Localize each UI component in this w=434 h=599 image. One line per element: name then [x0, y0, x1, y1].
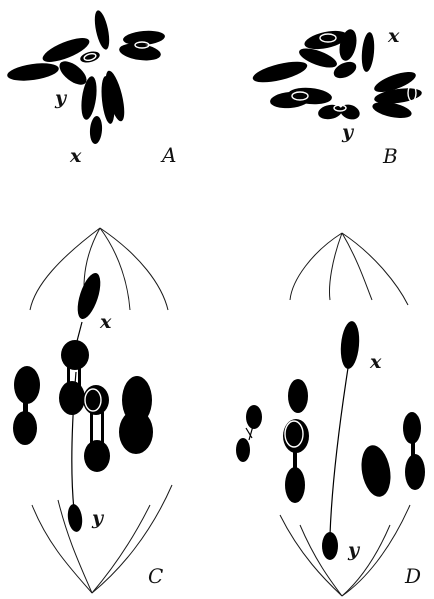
panel-c-label-y: y: [91, 507, 105, 529]
panel-c-label-x: x: [99, 311, 112, 333]
panel-d-label-y: y: [347, 539, 361, 561]
panel-a-label: A: [160, 143, 176, 167]
panel-a-chromosomes: [6, 9, 165, 144]
panel-c: x y C: [13, 228, 172, 593]
panel-a: y x A: [6, 9, 176, 167]
panel-d-chromosomes: [236, 320, 425, 560]
panel-d-label-x: x: [369, 351, 382, 373]
panel-a-label-x: x: [69, 145, 82, 167]
panel-d-spindle: [280, 233, 410, 596]
panel-a-label-y: y: [54, 87, 68, 109]
panel-d: x y D: [236, 233, 425, 596]
panel-c-chromosomes: [13, 270, 153, 532]
panel-b-label-x: x: [387, 25, 400, 47]
panel-b-label-y: y: [341, 121, 355, 143]
panel-b: x y B: [251, 25, 423, 168]
panel-c-label: C: [148, 564, 163, 588]
panel-b-label: B: [382, 144, 398, 168]
panel-d-label: D: [404, 564, 421, 588]
